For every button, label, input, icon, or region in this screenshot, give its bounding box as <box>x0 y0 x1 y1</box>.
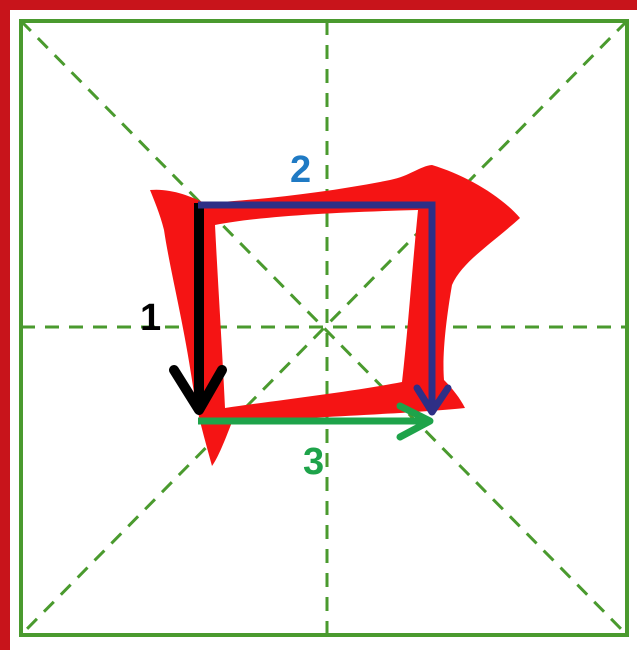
guide-lines <box>19 19 629 637</box>
stroke-3-label: 3 <box>303 441 324 483</box>
stroke-1-label: 1 <box>140 297 161 339</box>
kou-character-glyph <box>150 165 520 466</box>
stroke-1-arrow <box>169 203 227 415</box>
stroke-3-arrow <box>198 402 434 441</box>
stroke-2-arrow <box>198 201 452 416</box>
stroke-2-label: 2 <box>290 149 311 191</box>
